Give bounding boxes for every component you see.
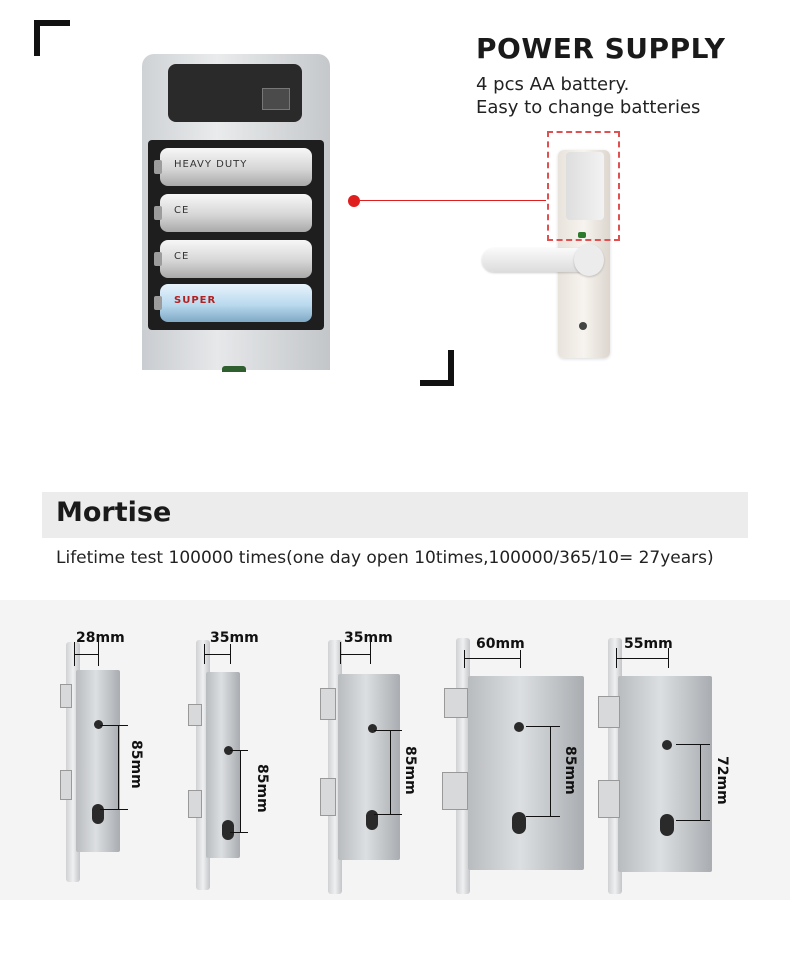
keyhole-icon bbox=[579, 322, 587, 330]
battery-label: CE bbox=[174, 251, 190, 262]
highlight-dashed-box bbox=[547, 131, 620, 241]
handle-hub bbox=[574, 244, 604, 276]
pointer-dot bbox=[348, 195, 360, 207]
backset-label: 55mm bbox=[624, 636, 673, 652]
power-supply-title: POWER SUPPLY bbox=[476, 32, 726, 65]
power-supply-line-2: Easy to change batteries bbox=[476, 97, 701, 118]
center-distance-label: 85mm bbox=[402, 746, 418, 795]
center-distance-label: 85mm bbox=[562, 746, 578, 795]
corner-bracket-top-left bbox=[34, 20, 70, 56]
mortise-header-bar bbox=[42, 492, 748, 538]
center-distance-label: 85mm bbox=[254, 764, 270, 813]
battery-label: SUPER bbox=[174, 295, 217, 306]
center-distance-label: 85mm bbox=[128, 740, 144, 789]
mortise-lifetime-note: Lifetime test 100000 times(one day open … bbox=[56, 548, 714, 568]
corner-bracket-bottom-right bbox=[420, 350, 454, 386]
pointer-line bbox=[360, 200, 546, 201]
battery-3: CE bbox=[154, 240, 312, 278]
battery-label: HEAVY DUTY bbox=[174, 159, 248, 170]
battery-2: CE bbox=[154, 194, 312, 232]
mortise-title: Mortise bbox=[56, 497, 172, 528]
sensor-label bbox=[262, 88, 290, 110]
backset-label: 35mm bbox=[344, 630, 393, 646]
power-supply-line-1: 4 pcs AA battery. bbox=[476, 74, 630, 95]
battery-label: CE bbox=[174, 205, 190, 216]
battery-1: HEAVY DUTY bbox=[154, 148, 312, 186]
backset-label: 28mm bbox=[76, 630, 125, 646]
battery-frame-bottom bbox=[142, 330, 330, 370]
battery-4: SUPER bbox=[154, 284, 312, 322]
backset-label: 35mm bbox=[210, 630, 259, 646]
status-indicator bbox=[222, 366, 246, 372]
battery-cover bbox=[566, 152, 604, 220]
center-distance-label: 72mm bbox=[714, 756, 730, 805]
backset-label: 60mm bbox=[476, 636, 525, 652]
lock-led bbox=[578, 232, 586, 238]
battery-well: HEAVY DUTY CE CE SUPER bbox=[148, 140, 324, 330]
